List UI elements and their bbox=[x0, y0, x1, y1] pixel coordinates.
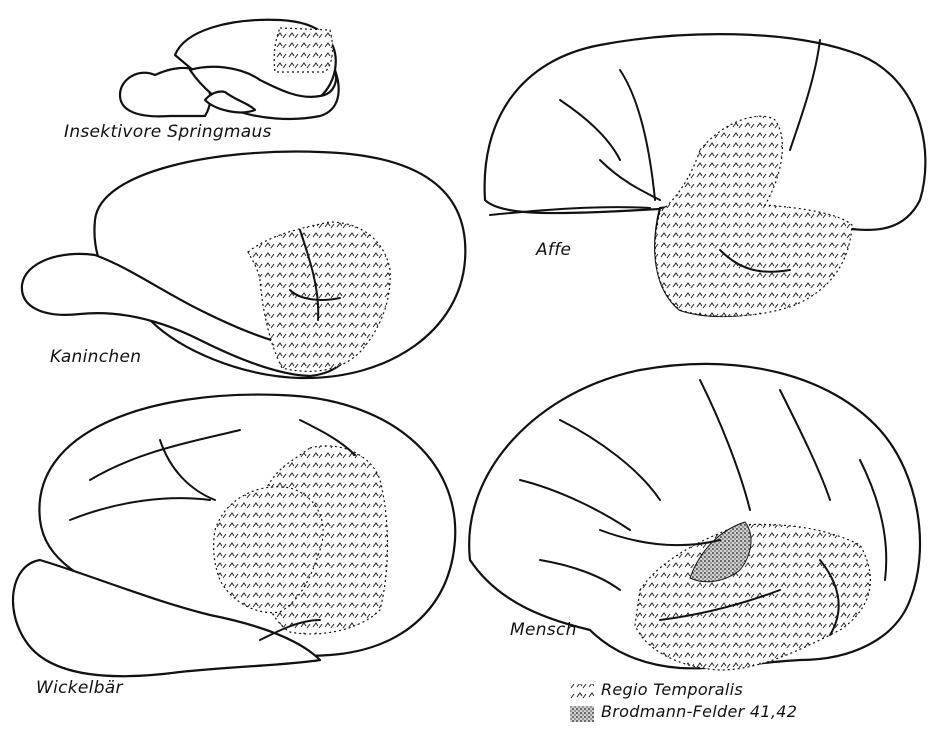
springmaus-regio bbox=[274, 28, 332, 72]
wickelbaer-brain bbox=[13, 395, 455, 677]
affe-brain bbox=[485, 34, 926, 316]
legend-brodmann-label: Brodmann-Felder 41,42 bbox=[601, 702, 797, 721]
label-kaninchen: Kaninchen bbox=[50, 347, 141, 367]
label-wickelbaer: Wickelbär bbox=[36, 678, 123, 698]
label-affe: Affe bbox=[536, 240, 571, 260]
legend-regio-label: Regio Temporalis bbox=[601, 680, 743, 699]
legend-swatch-regio bbox=[570, 684, 594, 700]
label-mensch: Mensch bbox=[510, 620, 577, 640]
springmaus-brain bbox=[120, 20, 339, 119]
label-springmaus: Insektivore Springmaus bbox=[64, 122, 272, 142]
kaninchen-brain bbox=[22, 152, 465, 379]
legend-swatch-brodmann bbox=[570, 706, 594, 722]
